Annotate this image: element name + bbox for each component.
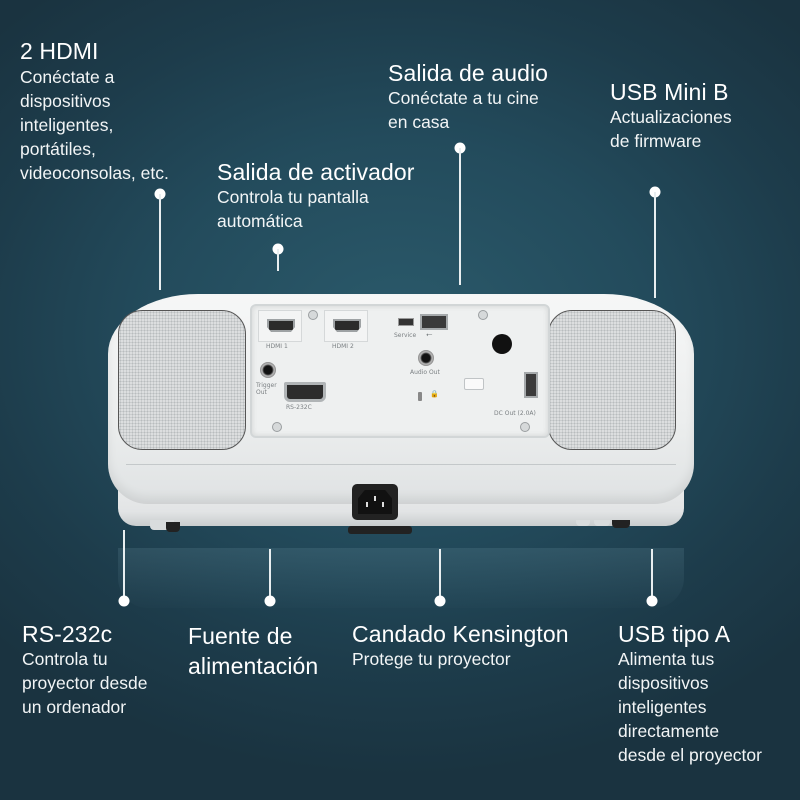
- connector-panel: HDMI 1 HDMI 2 Service ⭠ Audio Out Trigge…: [250, 304, 550, 438]
- foot-left-dark: [166, 522, 180, 532]
- usb-symbol-icon: ⭠: [426, 330, 433, 339]
- foot-right: [576, 520, 590, 526]
- callout-audio-title: Salida de audio: [388, 60, 549, 86]
- round-vent-icon: [492, 334, 512, 354]
- leader-line-trigger: [277, 249, 279, 271]
- leader-line-usb-mini-b: [654, 192, 656, 298]
- speaker-grille-left: [118, 310, 246, 450]
- callout-kensington: Candado Kensington Protege tu proyector: [352, 621, 569, 671]
- callout-kensington-body: Protege tu proyector: [352, 649, 511, 669]
- projector-rear-view: HDMI 1 HDMI 2 Service ⭠ Audio Out Trigge…: [108, 294, 694, 534]
- leader-line-hdmi: [159, 194, 161, 290]
- rs232c-port-icon: [284, 382, 326, 402]
- screw-icon: [272, 422, 282, 432]
- callout-hdmi-title: 2 HDMI: [20, 38, 99, 64]
- callout-rs232-body: Controla tu proyector desde un ordenador: [22, 649, 148, 717]
- trigger-out-label: Trigger Out: [256, 382, 277, 396]
- callout-usb-mini-b-body: Actualizaciones de firmware: [610, 107, 732, 151]
- audio-out-label: Audio Out: [410, 369, 440, 376]
- power-pin: [366, 502, 368, 507]
- hdmi2-label: HDMI 2: [332, 343, 354, 350]
- lock-icon: 🔒: [430, 391, 439, 398]
- foot-center-dark: [348, 526, 412, 534]
- leader-line-usb-a: [651, 549, 653, 601]
- leader-line-kensington: [439, 549, 441, 601]
- rs232c-label: RS-232C: [286, 404, 312, 411]
- cable-clip-icon: [464, 378, 484, 390]
- projector-seam: [126, 464, 676, 465]
- trigger-out-jack-icon: [260, 362, 276, 378]
- speaker-grille-right: [548, 310, 676, 450]
- screw-icon: [520, 422, 530, 432]
- foot-left: [150, 520, 174, 530]
- callout-rs232-title: RS-232c: [22, 621, 113, 647]
- leader-dot-kensington: [434, 595, 446, 607]
- leader-dot-power: [264, 595, 276, 607]
- screw-icon: [308, 310, 318, 320]
- callout-audio-body: Conéctate a tu cine en casa: [388, 88, 539, 132]
- leader-line-rs232: [123, 530, 125, 601]
- callout-hdmi: 2 HDMI Conéctate a dispositivos intelige…: [20, 38, 169, 185]
- power-socket-inner: [358, 490, 392, 514]
- foot-right-2: [594, 520, 610, 526]
- callout-usb-mini-b-title: USB Mini B: [610, 79, 729, 105]
- callout-hdmi-body: Conéctate a dispositivos inteligentes, p…: [20, 67, 169, 183]
- kensington-slot-icon: [418, 392, 422, 401]
- callout-trigger-body: Controla tu pantalla automática: [217, 187, 369, 231]
- usb-a-port-icon: [420, 314, 448, 330]
- callout-audio: Salida de audio Conéctate a tu cine en c…: [388, 60, 548, 134]
- leader-line-audio: [459, 148, 461, 285]
- screw-icon: [478, 310, 488, 320]
- hdmi2-bay: [324, 310, 368, 342]
- hdmi1-label: HDMI 1: [266, 343, 288, 350]
- foot-right-dark: [612, 520, 630, 528]
- callout-usb-a: USB tipo A Alimenta tus dispositivos int…: [618, 621, 762, 767]
- leader-line-power: [269, 549, 271, 601]
- callout-power-title: Fuente de alimentación: [188, 623, 319, 679]
- power-pin: [374, 496, 376, 501]
- usb-a-dc-out-port-icon: [524, 372, 538, 398]
- hdmi1-port-icon: [267, 319, 295, 332]
- usb-mini-b-port-icon: [398, 318, 414, 326]
- hdmi2-port-icon: [333, 319, 361, 332]
- power-pin: [382, 502, 384, 507]
- callout-kensington-title: Candado Kensington: [352, 621, 569, 647]
- leader-dot-rs232: [118, 595, 130, 607]
- leader-dot-usb-a: [646, 595, 658, 607]
- dc-out-label: DC Out (2.0A): [494, 410, 536, 417]
- audio-out-jack-icon: [418, 350, 434, 366]
- callout-usb-a-title: USB tipo A: [618, 621, 731, 647]
- callout-usb-a-body: Alimenta tus dispositivos inteligentes d…: [618, 649, 762, 765]
- power-socket-icon: [352, 484, 398, 520]
- callout-trigger: Salida de activador Controla tu pantalla…: [217, 159, 415, 233]
- service-label: Service: [394, 332, 417, 339]
- projector-reflection: [118, 548, 684, 608]
- callout-usb-mini-b: USB Mini B Actualizaciones de firmware: [610, 79, 732, 153]
- hdmi1-bay: [258, 310, 302, 342]
- callout-power: Fuente de alimentación: [188, 621, 318, 681]
- callout-trigger-title: Salida de activador: [217, 159, 415, 185]
- callout-rs232: RS-232c Controla tu proyector desde un o…: [22, 621, 148, 719]
